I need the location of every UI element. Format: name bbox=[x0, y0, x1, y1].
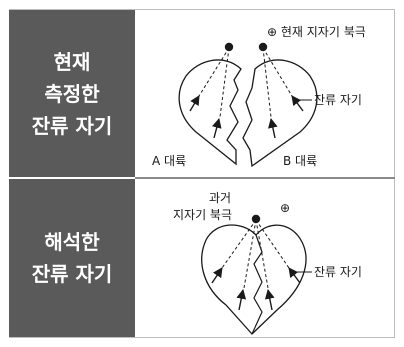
continent-a-shape bbox=[178, 59, 242, 166]
remanence-label: 잔류 자기 bbox=[314, 265, 362, 279]
top-panel-diagram: ⊕ 현재 지자기 북극 잔류 자기 A 대륙 B 대륙 bbox=[152, 25, 366, 168]
remanence-arrow bbox=[211, 267, 223, 284]
bottom-panel-diagram: 과거 지자기 북극 ⊕ 잔류 자기 bbox=[173, 191, 362, 335]
side-label-line: 잔류 자기 bbox=[31, 262, 113, 286]
present-pole-label: ⊕ 현재 지자기 북극 bbox=[267, 25, 366, 39]
pole-direction-dashed-line bbox=[262, 47, 293, 97]
remanence-arrow bbox=[236, 289, 247, 311]
present-pole-dot bbox=[224, 42, 234, 52]
continent-a-label: A 대륙 bbox=[152, 154, 186, 168]
continent-b-label: B 대륙 bbox=[283, 154, 317, 168]
remanence-arrow bbox=[291, 95, 304, 112]
frame-right-border bbox=[394, 9, 395, 337]
side-label-measured: 현재 측정한 잔류 자기 bbox=[9, 10, 135, 177]
panel-divider bbox=[135, 177, 395, 179]
side-label-line: 잔류 자기 bbox=[31, 113, 113, 138]
pole-direction-dashed-line bbox=[255, 219, 269, 289]
remanence-label: 잔류 자기 bbox=[314, 93, 362, 107]
frame-top-border bbox=[9, 9, 395, 10]
present-pole-symbol: ⊕ bbox=[280, 201, 290, 215]
remanence-arrow bbox=[212, 118, 222, 139]
remanence-arrow bbox=[189, 95, 200, 112]
frame-bottom-border bbox=[9, 337, 395, 338]
remanence-arrow bbox=[264, 289, 275, 311]
present-pole-dot bbox=[258, 42, 268, 52]
paleo-pole-dot bbox=[251, 214, 261, 224]
side-label-interpreted: 해석한 잔류 자기 bbox=[9, 179, 135, 337]
reassembled-continent-shape bbox=[201, 224, 307, 335]
side-label-line: 측정한 bbox=[44, 81, 100, 106]
paleo-pole-label: 지자기 북극 bbox=[173, 208, 232, 222]
pole-direction-dashed-line bbox=[262, 47, 272, 118]
side-label-line: 해석한 bbox=[44, 230, 100, 254]
pole-direction-dashed-line bbox=[221, 219, 257, 269]
remanence-arrow bbox=[268, 118, 278, 139]
pole-direction-dashed-line bbox=[255, 219, 290, 269]
continent-suture-line bbox=[251, 234, 263, 335]
remanence-arrow bbox=[288, 267, 301, 284]
side-label-line: 현재 bbox=[53, 49, 91, 74]
paleo-pole-label: 과거 bbox=[209, 191, 231, 205]
continent-b-shape bbox=[242, 59, 318, 168]
pole-direction-dashed-line bbox=[198, 47, 230, 97]
pole-direction-dashed-line bbox=[243, 219, 257, 289]
pole-direction-dashed-line bbox=[219, 47, 230, 118]
